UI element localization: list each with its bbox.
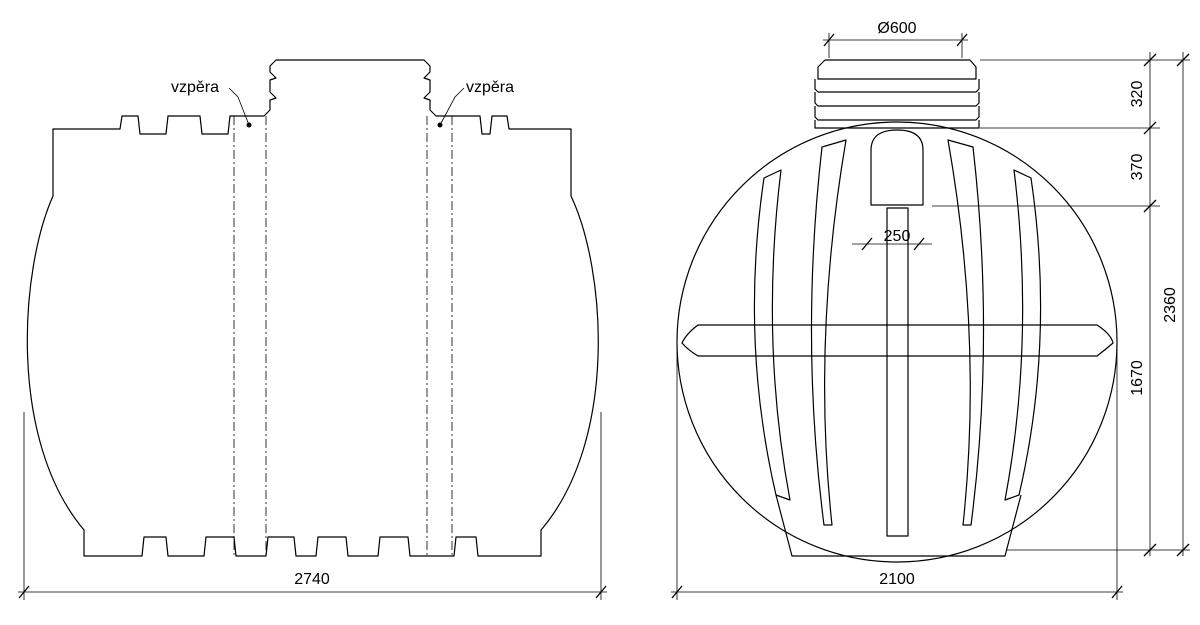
strut-point-right xyxy=(437,122,443,128)
dimension-length: 2740 xyxy=(18,412,607,600)
dimension-inlet-value: 1670 xyxy=(1129,360,1146,396)
end-view: Ø600 250 2100 320 xyxy=(671,20,1190,600)
dimension-dome-value: 370 xyxy=(1129,154,1146,181)
dimension-pipe: 250 xyxy=(852,228,932,251)
rib-inner-left xyxy=(810,139,847,526)
rib-outer-left xyxy=(753,169,791,501)
dimension-width-value: 2100 xyxy=(879,571,915,588)
rib-outer-right xyxy=(1004,169,1042,501)
strut-point-left xyxy=(246,122,252,128)
strut-leader-right xyxy=(439,87,465,126)
horizontal-band xyxy=(681,324,1114,357)
tank-sphere xyxy=(676,121,1118,563)
dimension-total-value: 2360 xyxy=(1162,287,1179,323)
dimension-manhole-value: Ø600 xyxy=(877,20,916,37)
dimension-width: 2100 xyxy=(671,345,1123,600)
dimension-manhole: Ø600 xyxy=(823,20,968,58)
strut-label-right: vzpěra xyxy=(466,79,514,96)
manhole-neck xyxy=(814,59,980,129)
strut-label-left: vzpěra xyxy=(171,79,219,96)
rib-inner-right xyxy=(947,139,985,526)
dimension-total-height: 2360 xyxy=(1162,52,1190,557)
dimension-neck-value: 320 xyxy=(1129,81,1146,108)
strut-leader-left xyxy=(228,87,250,126)
dimension-chain: 320 370 1670 xyxy=(1129,52,1157,557)
central-dome xyxy=(870,129,924,206)
tank-bottom xyxy=(775,494,1022,557)
center-pipe xyxy=(886,207,909,537)
tank-side-outline xyxy=(26,59,599,557)
side-view: vzpěra vzpěra 2740 xyxy=(18,59,607,600)
dimension-pipe-value: 250 xyxy=(884,228,911,245)
dimension-length-value: 2740 xyxy=(294,571,330,588)
